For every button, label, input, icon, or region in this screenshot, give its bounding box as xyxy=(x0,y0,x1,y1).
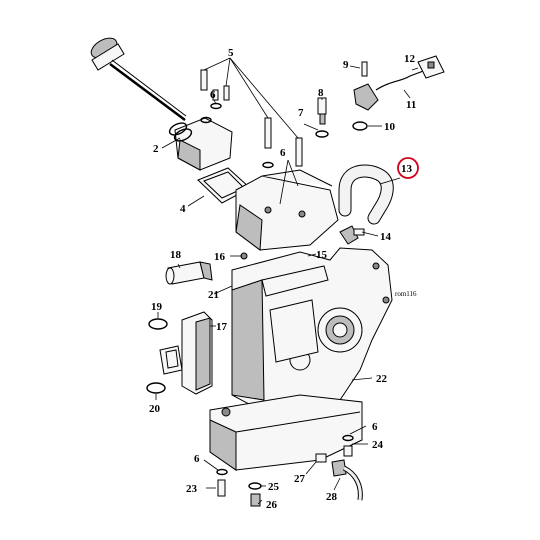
callout-23: 23 xyxy=(186,483,198,495)
oil-filler-neck xyxy=(168,117,233,171)
fitting xyxy=(315,97,329,138)
callout-28: 28 xyxy=(326,491,338,503)
callout-21: 21 xyxy=(208,289,219,301)
callout-9: 9 xyxy=(343,59,349,71)
callout-27: 27 xyxy=(294,473,306,485)
callout-15: 15 xyxy=(316,249,328,261)
dipstick xyxy=(90,37,187,122)
callout-25: 25 xyxy=(268,481,280,493)
callout-24: 24 xyxy=(372,439,384,451)
callout-14: 14 xyxy=(380,231,392,243)
reference-code: rom116 xyxy=(395,290,417,298)
side-cover xyxy=(159,311,213,395)
callout-6: 6 xyxy=(194,453,200,465)
callout-26: 26 xyxy=(266,499,278,511)
callout-7: 7 xyxy=(298,107,304,119)
callout-10: 10 xyxy=(384,121,396,133)
sensor-assembly xyxy=(352,55,445,131)
callout-17: 17 xyxy=(216,321,228,333)
callout-labels: 5 6 2 4 6 7 8 9 10 11 12 13 14 15 16 18 … xyxy=(149,47,419,511)
o-ring-upper xyxy=(148,318,168,330)
breather-tube xyxy=(165,261,213,285)
callout-19: 19 xyxy=(151,301,163,313)
callout-13: 13 xyxy=(401,163,413,175)
leader-lines xyxy=(155,57,419,505)
callout-20: 20 xyxy=(149,403,161,415)
o-ring-lower xyxy=(146,382,166,394)
small-hardware xyxy=(216,252,363,507)
callout-8: 8 xyxy=(318,87,324,99)
callout-6: 6 xyxy=(372,421,378,433)
callout-6: 6 xyxy=(280,147,286,159)
callout-11: 11 xyxy=(406,99,416,111)
upper-housing xyxy=(235,169,339,251)
callout-18: 18 xyxy=(170,249,182,261)
callout-4: 4 xyxy=(180,203,186,215)
crankcase xyxy=(231,247,393,411)
hose xyxy=(338,164,394,225)
oil-pan xyxy=(209,394,363,471)
callout-22: 22 xyxy=(376,373,388,385)
callout-16: 16 xyxy=(214,251,226,263)
callout-5: 5 xyxy=(228,47,234,59)
callout-6: 6 xyxy=(210,89,216,101)
callout-12: 12 xyxy=(404,53,416,65)
callout-2: 2 xyxy=(153,143,159,155)
elbow-fitting xyxy=(339,225,365,245)
highlight-ring xyxy=(397,157,419,179)
